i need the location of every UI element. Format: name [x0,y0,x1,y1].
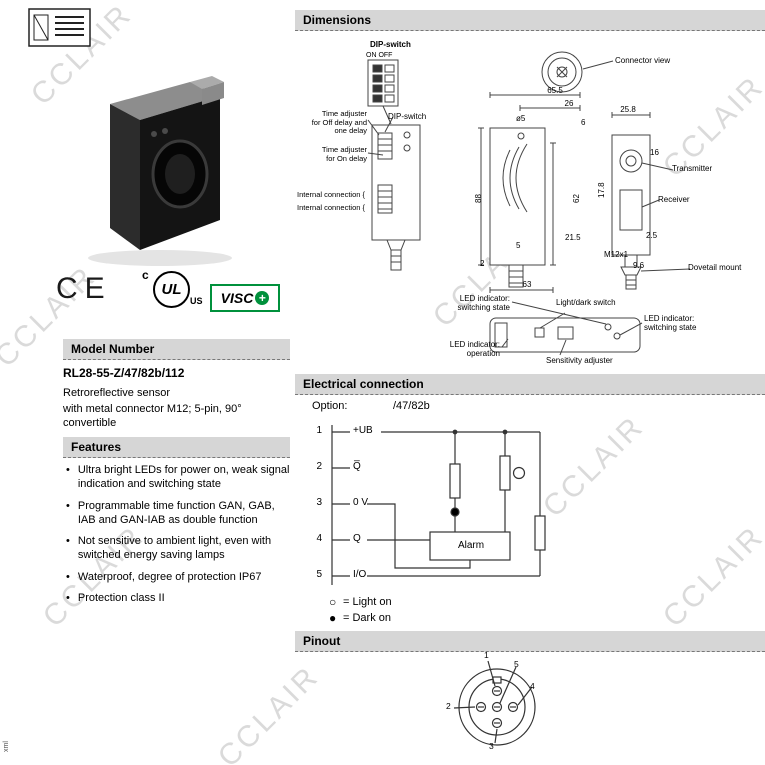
front-view [367,116,421,271]
visco-plus-icon: + [255,291,270,305]
dim-26: 26 [564,99,574,108]
dim-5: 5 [516,241,521,250]
led-switching-state-label: LED indicator: switching state [457,294,510,313]
dim-25-8: 25.8 [620,105,636,114]
pinout-connector-drawing [453,660,536,746]
pinout-pin-5: 5 [514,659,519,669]
transmitter-label: Transmitter [672,164,713,173]
option-label: Option: [312,400,348,412]
dovetail-mount-label: Dovetail mount [688,263,742,272]
light-dark-switch-label: Light/dark switch [556,298,616,307]
on-off-label: ON OFF [366,52,393,59]
visco-text: VISC [220,290,254,306]
ce-mark: CE [56,272,112,305]
visco-logo: VISC + [210,284,280,312]
dim-6: 6 [581,118,586,127]
right-view [611,112,691,290]
pin-number: 1 [316,425,322,436]
feature-item: Ultra bright LEDs for power on, weak sig… [63,463,292,492]
feature-item: Programmable time function GAN, GAB, IAB… [63,499,292,528]
feature-item: Protection class II [63,591,292,605]
feature-text: Not sensitive to ambient light, even wit… [77,535,272,562]
dim-9-6: 9.6 [633,261,645,270]
dip-switch-label: DIP-switch [370,40,411,49]
dim-dia5: ø5 [516,114,526,123]
legend-dark-on: ● = Dark on [329,611,391,625]
electrical-header: Electrical connection [295,374,765,395]
model-number: RL28-55-Z/47/82b/112 [63,366,185,380]
pin-number: 3 [316,497,322,508]
feature-text: Programmable time function GAN, GAB, IAB… [77,499,275,526]
ul-us-label: US [190,296,203,306]
feature-item: Waterproof, degree of protection IP67 [63,570,292,584]
connector-view-label: Connector view [615,56,671,65]
dim-62: 62 [572,194,581,203]
model-number-header: Model Number [63,339,290,360]
ul-circle-logo: UL [153,271,190,308]
pinout-pin-1: 1 [484,650,489,660]
dark-on-dot [450,507,460,517]
side-file-text: xml [3,741,10,752]
dimensions-header: Dimensions [295,10,765,31]
dim-88: 88 [474,194,483,203]
dark-on-text: = Dark on [343,612,391,624]
time-adjuster-off-label: Time adjuster for Off delay and one dela… [311,109,367,136]
internal-connection-label: Internal connection { [297,203,365,212]
dim-17-8: 17.8 [597,182,606,198]
model-desc-2: with metal connector M12; 5-pin, 90° con… [63,403,242,430]
pinout-pin-4: 4 [530,681,535,691]
dim-65-5: 65.5 [547,86,563,95]
pin-label-0v: 0 V [353,497,369,508]
sensor-pictogram-icon [28,8,91,47]
connector-view-drawing [541,51,614,93]
feature-item: Not sensitive to ambient light, even wit… [63,534,292,563]
internal-connection-label: Internal connection { [297,190,365,199]
pin-label-qbar: Q̅ [353,461,361,472]
legend-light-on: ○ = Light on [329,595,392,609]
features-header: Features [63,437,290,458]
ul-mark: c UL US [142,268,204,314]
light-on-circle [512,466,526,480]
feature-text: Ultra bright LEDs for power on, weak sig… [77,464,290,491]
receiver-label: Receiver [658,195,690,204]
feature-text: Waterproof, degree of protection IP67 [77,570,262,583]
pin-number: 5 [316,569,322,580]
sensitivity-adjuster-label: Sensitivity adjuster [546,356,613,365]
light-on-text: = Light on [343,596,392,608]
wiring-diagram [331,425,546,585]
dim-63: 63 [522,280,532,289]
dim-21-5: 21.5 [565,233,581,242]
light-on-symbol: ○ [329,595,337,609]
dim-2: 2 [480,259,485,268]
ul-c-label: c [142,268,149,282]
pinout-pin-2: 2 [446,701,451,711]
bottom-view [489,301,643,356]
pinout-pin-3: 3 [489,741,494,751]
model-desc-1: Retroreflective sensor [63,387,170,399]
pinout-header: Pinout [295,631,765,652]
led-switching-state-label: LED indicator: switching state [644,314,697,333]
features-list: Ultra bright LEDs for power on, weak sig… [63,463,292,612]
dark-on-symbol: ● [329,611,337,625]
dip-switch-detail [367,59,399,125]
watermark: CCLAIR [211,659,326,765]
pin-label-io: I/O [353,569,367,580]
dip-switch2-label: DIP-switch [388,112,427,121]
dimensions-drawing [367,51,691,356]
feature-text: Protection class II [77,592,165,605]
option-value: /47/82b [393,400,430,412]
led-operation-label: LED indicator: operation [449,340,500,359]
product-photo [88,76,232,266]
pin-number: 4 [316,533,322,544]
pin-number: 2 [316,461,322,472]
dim-m12x1: M12x1 [604,250,629,259]
alarm-label: Alarm [457,540,485,551]
pin-label-q: Q [353,533,361,544]
time-adjuster-on-label: Time adjuster for On delay [321,145,367,163]
side-view [478,92,581,293]
pin-label-ub: +UB [353,425,373,436]
dim-2-5: 2.5 [646,231,658,240]
dim-16: 16 [650,148,659,157]
